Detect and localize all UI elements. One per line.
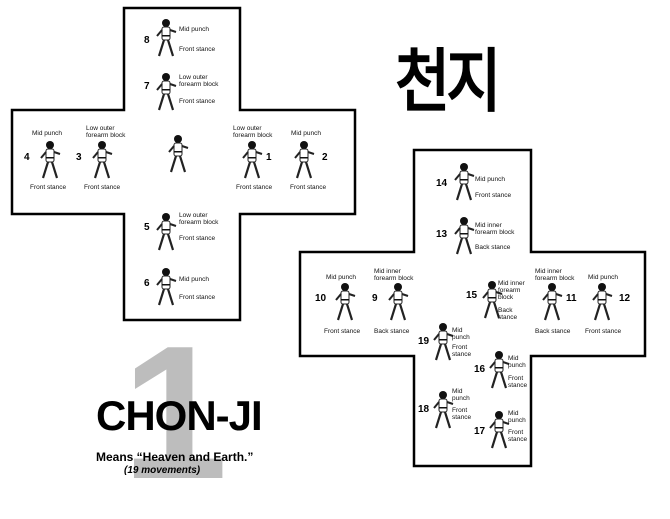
- step-3-stance: Front stance: [84, 184, 121, 191]
- step-number-6: 6: [144, 278, 150, 289]
- step-15-move: Mid inner forearm block: [498, 280, 525, 301]
- step-number-2: 2: [322, 152, 328, 163]
- step-number-9: 9: [372, 293, 378, 304]
- step-14-figure: [453, 162, 476, 202]
- step-5-move: Low outer forearm block: [179, 212, 219, 226]
- step-5-stance: Front stance: [179, 235, 216, 242]
- step-12-stance: Front stance: [585, 328, 622, 335]
- step-7-figure: [155, 72, 178, 112]
- step-number-16: 16: [474, 364, 486, 375]
- step-13-stance: Back stance: [475, 244, 511, 251]
- step-4-stance: Front stance: [30, 184, 67, 191]
- step-10-move: Mid punch: [326, 274, 356, 281]
- step-13-move: Mid inner forearm block: [475, 222, 515, 236]
- step-6-stance: Front stance: [179, 294, 216, 301]
- step-18-move: Mid punch: [452, 388, 470, 402]
- step-number-12: 12: [619, 293, 631, 304]
- right-cross-frame: [298, 148, 647, 468]
- step-number-18: 18: [418, 404, 430, 415]
- step-2-move: Mid punch: [291, 130, 321, 137]
- pattern-meaning: Means “Heaven and Earth.”: [96, 450, 254, 464]
- hangul-title: 천지: [395, 41, 501, 123]
- step-number-4: 4: [24, 152, 30, 163]
- step-number-14: 14: [436, 178, 448, 189]
- step-17-move: Mid punch: [508, 410, 526, 424]
- step-8-move: Mid punch: [179, 26, 209, 33]
- step-18-stance: Front stance: [452, 407, 472, 421]
- step-6-figure: [155, 267, 178, 307]
- step-11-move: Mid inner forearm block: [535, 268, 575, 282]
- step-3-figure: [91, 140, 114, 180]
- step-15-stance: Back stance: [498, 307, 518, 321]
- step-9-move: Mid inner forearm block: [374, 268, 414, 282]
- step-number-3: 3: [76, 152, 82, 163]
- step-number-1: 1: [266, 152, 272, 163]
- step-6-move: Mid punch: [179, 276, 209, 283]
- step-12-move: Mid punch: [588, 274, 618, 281]
- step-4-figure: [39, 140, 62, 180]
- step-16-stance: Front stance: [508, 375, 528, 389]
- step-16-move: Mid punch: [508, 355, 526, 369]
- step-14-move: Mid punch: [475, 176, 505, 183]
- step-9-figure: [387, 282, 410, 322]
- step-11-figure: [541, 282, 564, 322]
- step-17-stance: Front stance: [508, 429, 528, 443]
- pattern-number: 1: [122, 307, 228, 519]
- step-14-stance: Front stance: [475, 192, 512, 199]
- step-number-5: 5: [144, 222, 150, 233]
- step-1-figure: [241, 140, 264, 180]
- step-10-figure: [334, 282, 357, 322]
- step-number-8: 8: [144, 35, 150, 46]
- step-number-11: 11: [566, 293, 577, 304]
- step-number-13: 13: [436, 229, 448, 240]
- step-11-stance: Back stance: [535, 328, 571, 335]
- step-7-move: Low outer forearm block: [179, 74, 219, 88]
- pattern-title: CHON-JI: [96, 392, 263, 439]
- step-7-stance: Front stance: [179, 98, 216, 105]
- step-2-stance: Front stance: [290, 184, 327, 191]
- step-8-figure: [155, 18, 178, 58]
- step-5-figure: [155, 212, 178, 252]
- step-number-7: 7: [144, 81, 150, 92]
- step-12-figure: [591, 282, 614, 322]
- step-3-move: Low outer forearm block: [86, 125, 126, 139]
- step-1-stance: Front stance: [236, 184, 273, 191]
- step-9-stance: Back stance: [374, 328, 410, 335]
- step-1-move: Low outer forearm block: [233, 125, 273, 139]
- step-19-stance: Front stance: [452, 344, 472, 358]
- step-number-19: 19: [418, 336, 430, 347]
- step-number-10: 10: [315, 293, 327, 304]
- step-4-move: Mid punch: [32, 130, 62, 137]
- step-number-17: 17: [474, 426, 486, 437]
- step-10-stance: Front stance: [324, 328, 361, 335]
- step-19-move: Mid punch: [452, 327, 470, 341]
- movement-count: (19 movements): [124, 465, 201, 476]
- step-2-figure: [293, 140, 316, 180]
- step-13-figure: [453, 216, 476, 256]
- step-number-15: 15: [466, 290, 478, 301]
- ready-stance-figure: [167, 134, 190, 174]
- step-8-stance: Front stance: [179, 46, 216, 53]
